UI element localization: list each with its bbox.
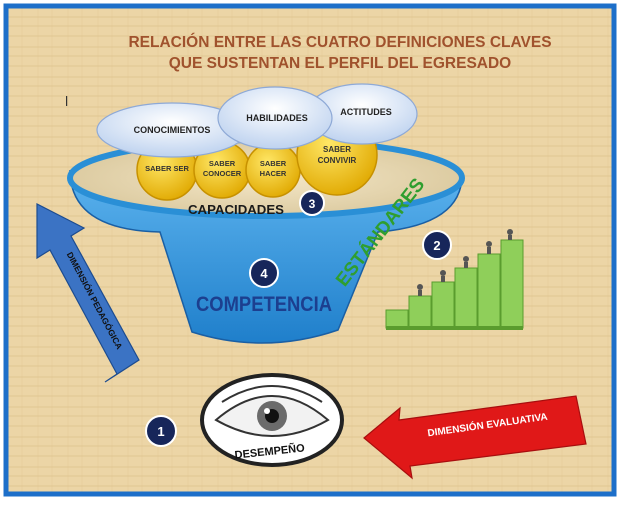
coin-saber-convivir-label-2: CONVIVIR: [318, 156, 357, 165]
coin-saber-conocer-label-2: CONOCER: [203, 169, 242, 178]
badge-4-number: 4: [260, 266, 268, 281]
badge-2-number: 2: [433, 238, 440, 253]
person-icon: [417, 229, 513, 296]
cloud-conocimientos-label: CONOCIMIENTOS: [134, 125, 211, 135]
competencia-label: COMPETENCIA: [196, 293, 332, 316]
badge-3: 3: [299, 190, 325, 216]
coin-saber-conocer-label-1: SABER: [209, 159, 236, 168]
badge-3-number: 3: [309, 197, 316, 211]
arrow-dimension-evaluativa: DIMENSIÓN EVALUATIVA: [363, 395, 587, 480]
cloud-actitudes-label: ACTITUDES: [340, 107, 392, 117]
coin-saber-hacer: SABER HACER: [245, 142, 301, 198]
badge-1-number: 1: [157, 424, 164, 439]
coin-saber-ser-label: SABER SER: [145, 164, 189, 173]
title-line-2: QUE SUSTENTAN EL PERFIL DEL EGRESADO: [169, 55, 511, 72]
coin-saber-convivir-label-1: SABER: [323, 145, 351, 154]
coin-saber-hacer-label-2: HACER: [260, 169, 287, 178]
coin-saber-hacer-label-1: SABER: [260, 159, 287, 168]
cloud-habilidades-label: HABILIDADES: [246, 113, 308, 123]
badge-2: 2: [422, 230, 452, 260]
text-cursor: [66, 96, 68, 106]
capacidades-label: CAPACIDADES: [188, 203, 284, 217]
eye-desempeno: DESEMPEÑO: [200, 373, 344, 467]
cloud-habilidades: HABILIDADES: [217, 86, 333, 150]
title-line-1: RELACIÓN ENTRE LAS CUATRO DEFINICIONES C…: [128, 33, 551, 51]
badge-4: 4: [249, 258, 279, 288]
badge-1: 1: [145, 415, 177, 447]
staircase-graphic: [385, 229, 524, 330]
